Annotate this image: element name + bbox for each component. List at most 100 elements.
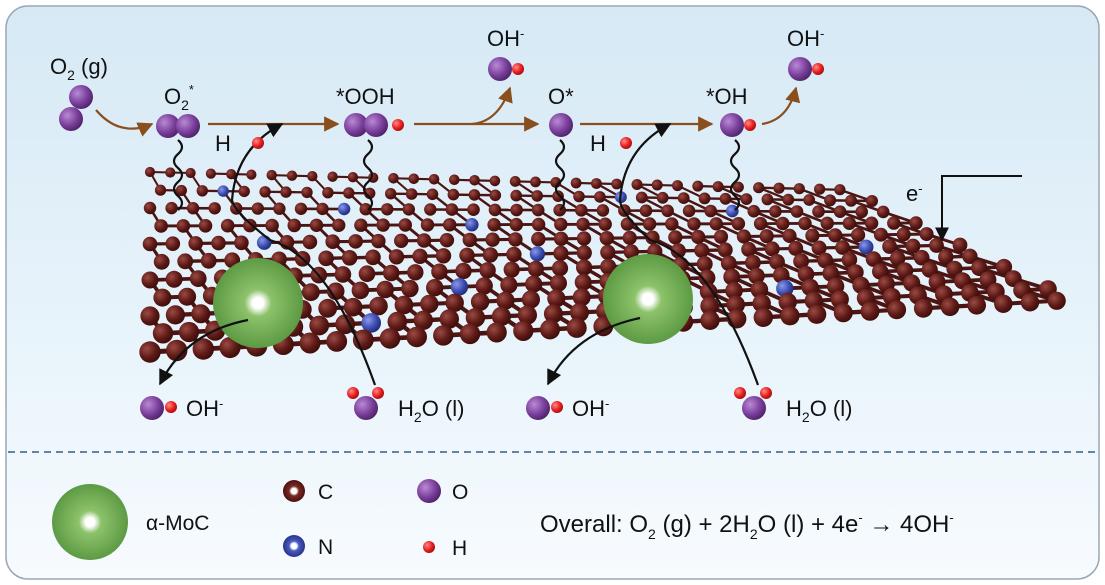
bottom-water-molecule-1 — [347, 387, 384, 420]
carbon-atom — [797, 265, 815, 283]
carbon-atom — [572, 288, 591, 307]
carbon-atom — [873, 227, 888, 242]
carbon-atom — [517, 305, 538, 325]
carbon-atom — [759, 229, 774, 244]
carbon-atom — [670, 243, 686, 259]
overall-equation: Overall: O2 (g) + 2H2O (l) + 4e- → 4OH- — [540, 510, 954, 542]
carbon-atom — [639, 204, 653, 217]
label-bottom-water-2: H2O (l) — [786, 396, 852, 425]
label-ooh-adsorbed: *OOH — [336, 84, 395, 109]
carbon-atom — [510, 189, 522, 202]
carbon-atom — [455, 262, 472, 280]
bottom-oh-molecule-2 — [526, 396, 563, 420]
carbon-atom — [599, 231, 614, 246]
carbon-atom — [376, 218, 390, 232]
legend-moc-label: α-MoC — [146, 512, 209, 535]
carbon-atom — [302, 234, 318, 250]
carbon-atom — [238, 185, 250, 198]
carbon-atom — [188, 236, 203, 251]
carbon-atom — [509, 176, 521, 187]
carbon-atom — [699, 283, 718, 301]
carbon-atom — [503, 261, 520, 278]
carbon-atom — [358, 265, 376, 283]
flow-arrow-release1 — [471, 86, 513, 126]
carbon-atom — [385, 188, 397, 200]
carbon-atom — [700, 310, 720, 330]
carbon-atom — [459, 247, 475, 263]
proton-arrow-right-top — [618, 123, 672, 201]
carbon-atom — [921, 261, 938, 278]
carbon-atom — [154, 219, 168, 233]
carbon-atom — [294, 202, 308, 215]
carbon-atom — [468, 189, 481, 201]
carbon-atom — [665, 217, 679, 231]
carbon-atom — [439, 309, 459, 329]
nitrogen-atom — [465, 218, 479, 232]
carbon-atom — [371, 233, 386, 249]
oh-released-molecule-2 — [788, 57, 824, 81]
carbon-atom — [814, 183, 826, 195]
nitrogen-atom — [776, 279, 794, 298]
electron-arrow — [935, 175, 1022, 242]
carbon-atom — [720, 255, 737, 272]
carbon-atom — [553, 245, 569, 261]
carbon-atom — [631, 179, 643, 190]
label-oh-adsorbed: *OH — [706, 84, 748, 109]
carbon-atom — [622, 230, 637, 245]
carbon-atom — [189, 270, 207, 287]
carbon-atom — [547, 289, 566, 308]
carbon-atom — [798, 216, 812, 231]
label-bottom-water-1: H2O (l) — [398, 396, 464, 425]
carbon-atom — [887, 216, 901, 230]
ooh-adsorbed-molecule — [344, 113, 404, 137]
carbon-atom — [445, 293, 464, 312]
carbon-atom — [866, 195, 878, 207]
carbon-atom — [205, 168, 216, 179]
label-o-adsorbed: O* — [548, 84, 574, 109]
carbon-atom — [154, 184, 167, 196]
carbon-atom — [909, 216, 923, 230]
carbon-atom — [692, 180, 704, 192]
carbon-atom — [177, 253, 194, 270]
carbon-atom — [687, 217, 701, 231]
carbon-atom — [443, 218, 457, 232]
carbon-atom — [834, 184, 846, 196]
carbon-atom — [719, 192, 732, 205]
carbon-atom — [611, 178, 623, 190]
carbon-atom — [467, 203, 480, 216]
label-h-right: H — [590, 131, 606, 156]
carbon-atom — [365, 249, 381, 266]
carbon-atom — [782, 228, 797, 243]
adsorption-bond-o — [554, 139, 566, 211]
carbon-atom — [402, 203, 415, 216]
carbon-atom — [465, 308, 486, 328]
carbon-atom — [496, 291, 515, 310]
carbon-atom — [694, 242, 710, 258]
carbon-atom — [713, 229, 729, 244]
carbon-atom — [196, 185, 208, 197]
carbon-atom — [594, 191, 606, 203]
carbon-atom — [165, 236, 181, 251]
carbon-atom — [642, 217, 657, 231]
carbon-atom — [369, 296, 388, 316]
carbon-atom — [600, 244, 616, 260]
carbon-atom — [352, 329, 374, 351]
carbon-atom — [413, 310, 433, 330]
carbon-atom — [153, 253, 170, 270]
carbon-atom — [309, 218, 324, 232]
carbon-atom — [889, 250, 906, 267]
carbon-atom — [696, 256, 713, 272]
carbon-atom — [175, 184, 187, 197]
carbon-atom — [753, 216, 768, 231]
carbon-atom — [316, 202, 329, 216]
legend-moc-swatch — [52, 484, 128, 560]
legend-h-label: H — [452, 537, 467, 560]
label-oh-release-1: OH- — [487, 26, 524, 51]
carbon-atom — [772, 266, 790, 284]
carbon-atom — [420, 294, 439, 314]
carbon-atom — [500, 276, 518, 294]
carbon-atom — [165, 167, 176, 178]
carbon-atom — [439, 233, 455, 248]
carbon-atom — [788, 240, 804, 256]
carbon-atom — [348, 234, 363, 249]
